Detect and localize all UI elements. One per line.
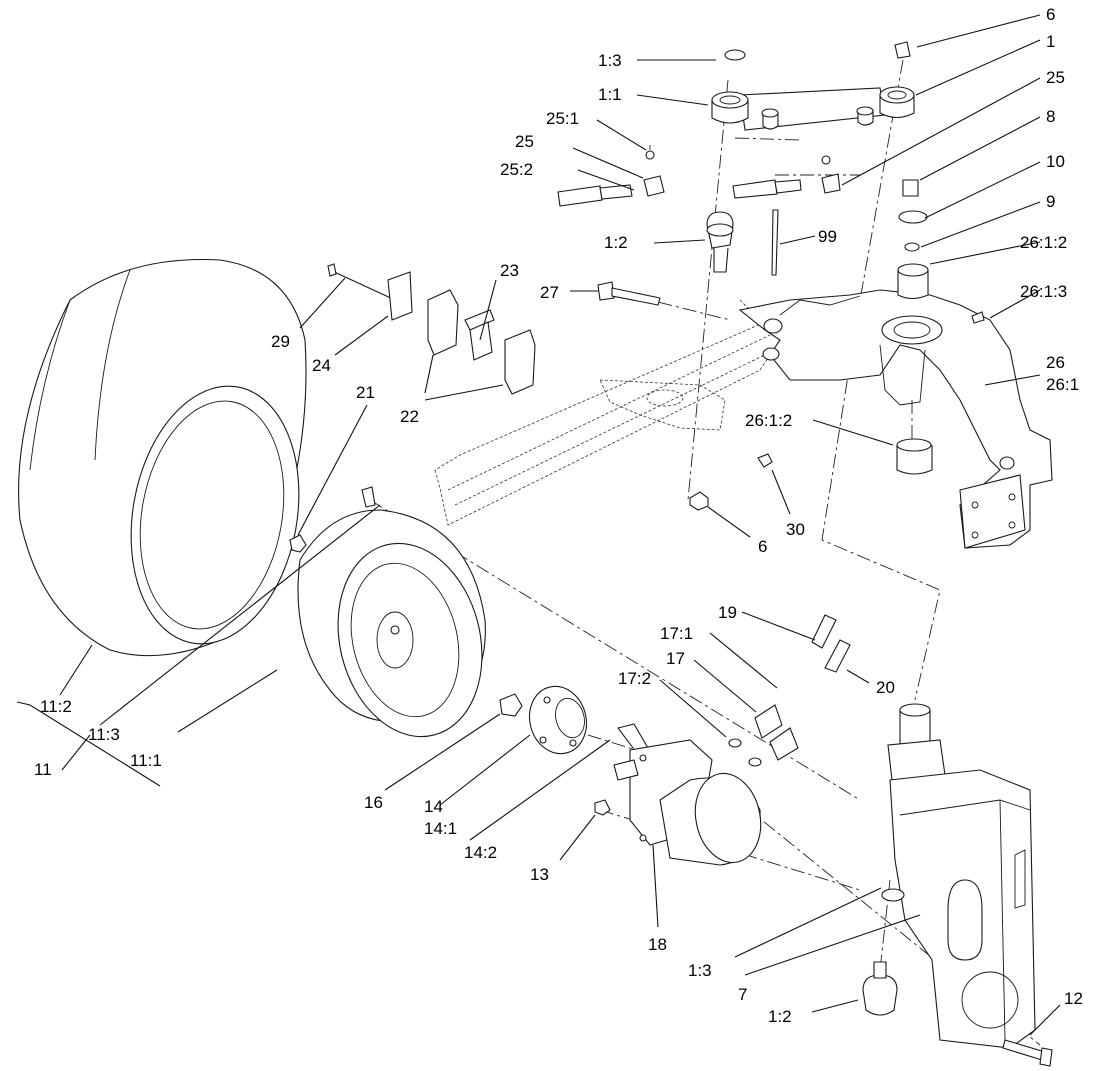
callout-c-14: 14 <box>424 797 443 816</box>
ball-joint-upper <box>706 211 734 273</box>
callout-c-17: 17 <box>666 649 685 668</box>
hydraulic-fittings-upper <box>557 150 841 276</box>
callout-c-2612b: 26:1:2 <box>745 411 792 430</box>
callout-c-25l: 25 <box>515 132 534 151</box>
hydraulic-motor <box>594 739 762 866</box>
callout-c-27: 27 <box>540 283 559 302</box>
callout-c-112: 11:2 <box>40 697 72 716</box>
steering-cylinder <box>711 41 915 131</box>
callout-c-10: 10 <box>1046 152 1065 171</box>
callout-c-99: 99 <box>818 227 837 246</box>
motor-fittings <box>728 614 851 767</box>
callout-c-113: 11:3 <box>88 725 120 744</box>
callout-c-1a: 1 <box>1046 32 1055 51</box>
callout-c-22: 22 <box>400 407 419 426</box>
callout-c-251: 25:1 <box>546 109 579 128</box>
callout-c-30: 30 <box>786 520 805 539</box>
callout-c-16: 16 <box>364 793 383 812</box>
callout-c-252: 25:2 <box>500 160 533 179</box>
callout-c-23: 23 <box>500 261 519 280</box>
lower-hardware <box>862 888 1053 1067</box>
frame-arm <box>738 289 1053 549</box>
callout-c-6a: 6 <box>1046 5 1055 24</box>
callout-c-12b: 1:2 <box>768 1007 792 1026</box>
spindle-caster <box>887 703 1036 1049</box>
callout-c-111: 11:1 <box>130 751 162 770</box>
callout-c-2612a: 26:1:2 <box>1020 233 1067 252</box>
callout-c-25r: 25 <box>1046 68 1065 87</box>
callout-c-171: 17:1 <box>660 624 693 643</box>
callout-c-12a: 1:2 <box>604 233 628 252</box>
callout-c-11b: 11 <box>34 760 52 779</box>
tire <box>18 258 307 657</box>
callout-c-8: 8 <box>1046 107 1055 126</box>
bolt-washer-stack <box>898 179 985 324</box>
callout-c-18: 18 <box>648 935 667 954</box>
bushings <box>896 263 933 475</box>
callout-c-24: 24 <box>312 356 331 375</box>
callout-c-26: 26 <box>1046 353 1065 372</box>
callout-c-141: 14:1 <box>424 819 457 838</box>
callout-c-7: 7 <box>738 985 747 1004</box>
clamp-parts <box>327 263 661 395</box>
callout-c-29: 29 <box>271 332 290 351</box>
callout-c-9: 9 <box>1046 192 1055 211</box>
callout-c-21: 21 <box>356 383 375 402</box>
nuts-lower <box>689 453 773 511</box>
callout-c-20: 20 <box>876 678 895 697</box>
callout-c-13b: 1:3 <box>688 961 712 980</box>
callout-c-6b: 6 <box>758 537 767 556</box>
wheel-rim <box>289 486 486 738</box>
callout-c-12: 12 <box>1064 989 1083 1008</box>
callout-c-13: 13 <box>530 865 549 884</box>
callout-c-19: 19 <box>718 603 737 622</box>
callout-c-2613: 26:1:3 <box>1020 282 1067 301</box>
callout-c-172: 17:2 <box>618 669 651 688</box>
callout-c-142: 14:2 <box>464 843 497 862</box>
callout-c-261: 26:1 <box>1046 375 1079 394</box>
callout-c-11: 1:1 <box>598 85 622 104</box>
leader-lines <box>16 14 1061 1036</box>
callout-c-13a: 1:3 <box>598 51 622 70</box>
hub-assembly <box>499 685 649 755</box>
